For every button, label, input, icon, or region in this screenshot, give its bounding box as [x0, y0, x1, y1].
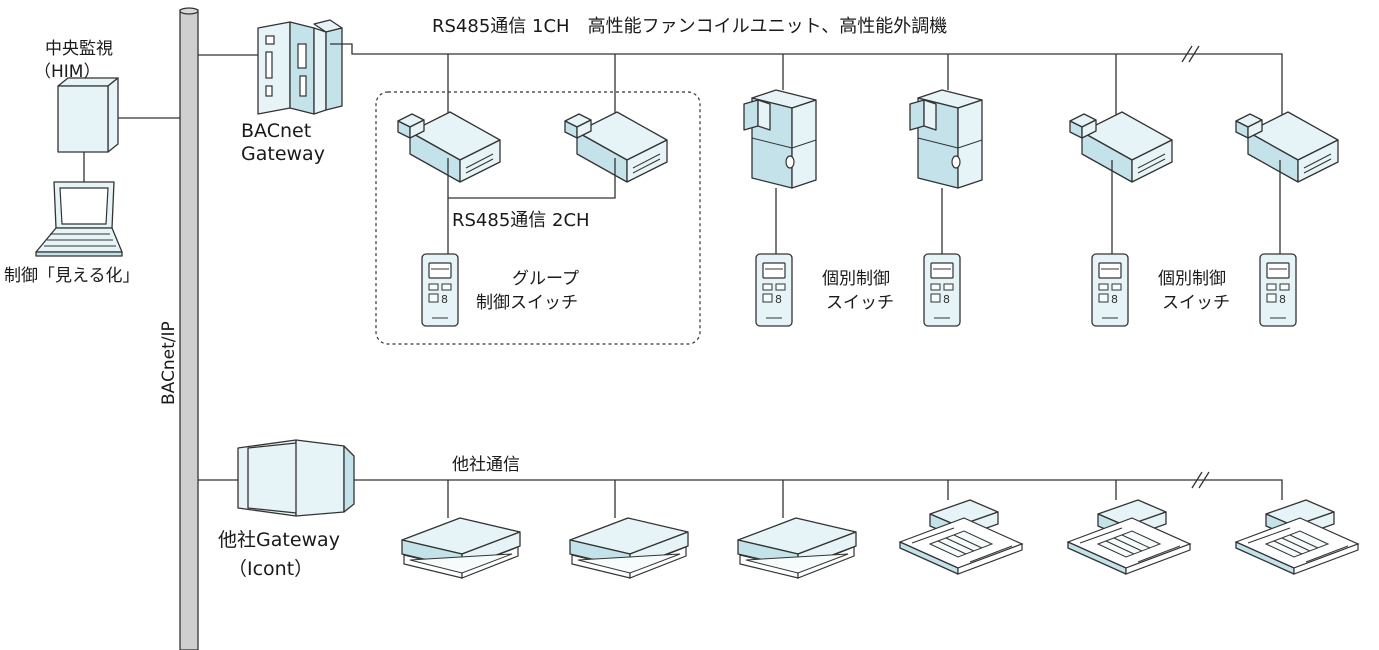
central-monitor-sub-label: （HIM）	[34, 62, 100, 82]
other-gateway-icon	[237, 439, 355, 517]
laptop-icon	[35, 181, 123, 257]
cassette-unit-icon	[1067, 499, 1191, 575]
line-break-mark-top	[1181, 45, 1200, 63]
line-break-mark-bottom	[1191, 471, 1210, 489]
visualization-label: 制御「見える化」	[4, 266, 140, 286]
outside-air-unit-icon	[743, 89, 817, 189]
other-gateway-label-1: 他社Gateway	[218, 529, 340, 551]
individual-switch-a-label-1: 個別制御	[822, 269, 890, 289]
rs485-1ch-label: RS485通信 1CH 高性能ファンコイルユニット、高性能外調機	[432, 16, 947, 37]
other-comm-label: 他社通信	[452, 455, 520, 475]
individual-switch-icon	[923, 253, 961, 327]
individual-switch-icon	[1259, 253, 1297, 327]
bacnet-gateway-label-1: BACnet	[241, 120, 311, 142]
individual-switch-icon	[755, 253, 793, 327]
individual-switch-a-label-2: スイッチ	[826, 293, 894, 313]
individual-switch-b-label-1: 個別制御	[1158, 269, 1226, 289]
bacnet-gateway-label-2: Gateway	[241, 143, 325, 165]
individual-switch-b-label-2: スイッチ	[1162, 293, 1230, 313]
bacnet-gateway-icon	[257, 19, 343, 115]
outside-air-unit-icon	[909, 89, 983, 189]
cassette-unit-icon	[1235, 499, 1359, 575]
other-gateway-label-2: （Icont）	[228, 558, 313, 580]
central-monitor-label: 中央監視	[45, 39, 113, 59]
ceiling-panel-unit-icon	[737, 517, 857, 579]
duct-fcu-icon	[564, 111, 668, 183]
individual-switch-icon	[1091, 253, 1129, 327]
group-control-box	[375, 91, 701, 345]
central-monitor-server-icon	[57, 77, 119, 153]
bacnet-ip-bus	[179, 7, 199, 650]
duct-fcu-icon	[1235, 111, 1339, 183]
group-switch-icon	[421, 253, 459, 327]
ceiling-panel-unit-icon	[569, 517, 689, 579]
group-switch-label-1: グループ	[512, 269, 579, 289]
duct-fcu-icon	[1069, 111, 1173, 183]
duct-fcu-icon	[397, 111, 501, 183]
rs485-2ch-label: RS485通信 2CH	[452, 210, 590, 231]
ceiling-panel-unit-icon	[401, 517, 521, 579]
cassette-unit-icon	[899, 499, 1023, 575]
group-switch-label-2: 制御スイッチ	[476, 293, 578, 313]
bus-label: BACnet/IP	[159, 321, 179, 405]
